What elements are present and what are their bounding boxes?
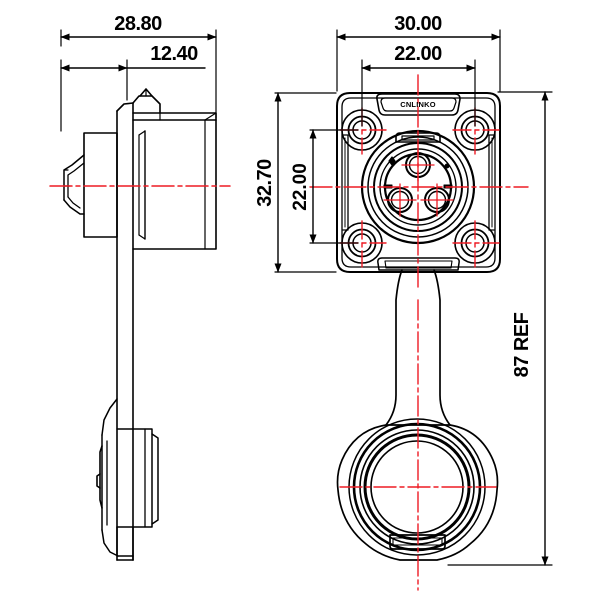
cap-tether-strap bbox=[385, 269, 451, 426]
dimension-label-22-00-horizontal: 22.00 bbox=[394, 43, 442, 65]
dimension-lines bbox=[60, 29, 553, 566]
dimension-label-12-40: 12.40 bbox=[150, 43, 198, 65]
brand-logo: CNLINKO bbox=[400, 100, 436, 109]
dimension-label-28-80: 28.80 bbox=[114, 13, 162, 35]
front-view-geometry bbox=[309, 74, 529, 591]
side-view-geometry bbox=[49, 88, 231, 561]
brand-logo-text: CNLINKO bbox=[400, 100, 436, 109]
dimension-labels: 28.80 12.40 30.00 22.00 32.70 22.00 87 R… bbox=[114, 13, 533, 377]
dimension-label-22-00-vertical: 22.00 bbox=[290, 163, 311, 211]
dimension-label-32-70: 32.70 bbox=[254, 159, 276, 207]
front-view-centerlines bbox=[309, 74, 529, 591]
dimension-label-87-ref: 87 REF bbox=[511, 312, 533, 377]
dimension-label-30-00: 30.00 bbox=[394, 13, 442, 35]
